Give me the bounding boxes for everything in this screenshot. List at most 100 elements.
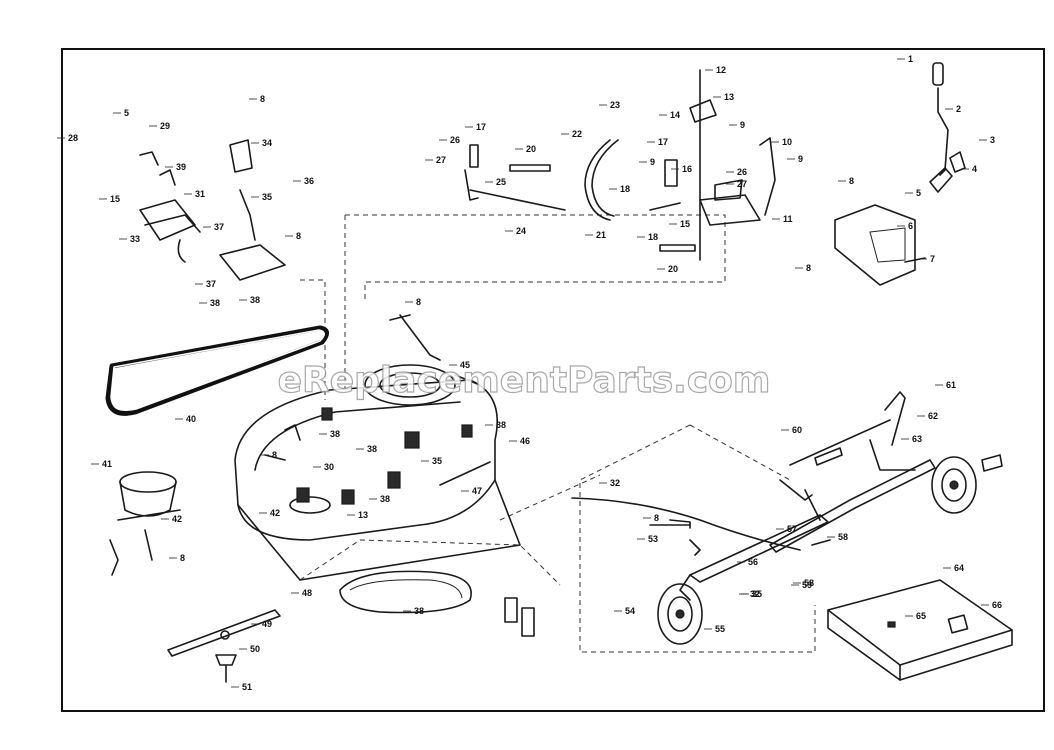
callout-65: 65 — [916, 611, 926, 621]
callout-8d: 8 — [806, 263, 811, 273]
callout-31: 31 — [195, 189, 205, 199]
callout-18b: 18 — [648, 232, 658, 242]
callout-8h: 8 — [654, 513, 659, 523]
grass-catcher-plate — [827, 579, 1013, 681]
callout-8g: 8 — [180, 553, 185, 563]
callout-8e: 8 — [416, 297, 421, 307]
callout-45: 45 — [460, 360, 470, 370]
callout-66: 66 — [992, 600, 1002, 610]
callout-35c: 35 — [752, 589, 762, 599]
callout-37b: 37 — [206, 279, 216, 289]
callout-58b: 58 — [804, 578, 814, 588]
callout-4: 4 — [972, 164, 977, 174]
callout-60: 60 — [792, 425, 802, 435]
callout-20b: 20 — [668, 264, 678, 274]
callout-57: 57 — [787, 524, 797, 534]
callout-11: 11 — [783, 214, 793, 224]
callout-48: 48 — [302, 588, 312, 598]
callout-8f: 8 — [272, 450, 277, 460]
callout-15b: 15 — [680, 219, 690, 229]
callout-50: 50 — [250, 644, 260, 654]
callout-55: 55 — [715, 624, 725, 634]
upper-control-assembly — [464, 69, 776, 261]
callout-38f: 38 — [380, 494, 390, 504]
cutting-blade — [167, 609, 281, 683]
callout-3: 3 — [990, 135, 995, 145]
callout-20a: 20 — [526, 144, 536, 154]
v-belt — [105, 325, 329, 416]
callout-23: 23 — [610, 100, 620, 110]
callout-9c: 9 — [798, 154, 803, 164]
callout-38e: 38 — [496, 420, 506, 430]
left-pulley-parts — [109, 471, 181, 576]
rear-wheel — [657, 583, 703, 645]
callout-33: 33 — [130, 234, 140, 244]
callout-63: 63 — [912, 434, 922, 444]
callout-5a: 5 — [124, 108, 129, 118]
callout-53: 53 — [648, 534, 658, 544]
callout-58a: 58 — [838, 532, 848, 542]
callout-41: 41 — [102, 459, 112, 469]
mower-deck-housing — [234, 364, 521, 581]
callout-32b: 32 — [750, 589, 760, 599]
left-control-assembly — [139, 139, 286, 281]
callout-51: 51 — [242, 682, 252, 692]
front-wheel — [931, 454, 1003, 514]
callout-27a: 27 — [436, 155, 446, 165]
callout-14: 14 — [670, 110, 680, 120]
callout-49: 49 — [262, 619, 272, 629]
callout-21: 21 — [596, 230, 606, 240]
callout-26a: 26 — [450, 135, 460, 145]
callout-5b: 5 — [916, 188, 921, 198]
callout-37a: 37 — [214, 222, 224, 232]
callout-9b: 9 — [650, 157, 655, 167]
callout-9a: 9 — [740, 120, 745, 130]
callout-13b: 13 — [358, 510, 368, 520]
callout-62: 62 — [928, 411, 938, 421]
callout-2: 2 — [956, 104, 961, 114]
callout-13a: 13 — [724, 92, 734, 102]
callout-46: 46 — [520, 436, 530, 446]
callout-56: 56 — [748, 557, 758, 567]
callout-35a: 35 — [262, 192, 272, 202]
callout-32a: 32 — [610, 478, 620, 488]
callout-54: 54 — [625, 606, 635, 616]
control-cable — [571, 497, 801, 556]
callout-8a: 8 — [260, 94, 265, 104]
callout-38g: 38 — [414, 606, 424, 616]
callout-10: 10 — [782, 137, 792, 147]
callout-38c: 38 — [330, 429, 340, 439]
callout-42a: 42 — [172, 514, 182, 524]
drive-cable — [789, 419, 891, 466]
callout-61: 61 — [946, 380, 956, 390]
wheel-axle-assembly — [679, 391, 936, 601]
callout-30: 30 — [324, 462, 334, 472]
height-adjuster-lever — [834, 62, 966, 286]
callout-64: 64 — [954, 563, 964, 573]
callout-17b: 17 — [658, 137, 668, 147]
callout-24: 24 — [516, 226, 526, 236]
callout-36: 36 — [304, 176, 314, 186]
callout-47: 47 — [472, 486, 482, 496]
callout-42b: 42 — [270, 508, 280, 518]
callout-12: 12 — [716, 65, 726, 75]
callout-26b: 26 — [737, 167, 747, 177]
assembly-guide-lines — [299, 214, 816, 653]
callout-16: 16 — [682, 164, 692, 174]
callout-38b: 38 — [250, 295, 260, 305]
watermark-text: eReplacementParts.com — [278, 360, 771, 401]
callout-6: 6 — [908, 221, 913, 231]
callout-17a: 17 — [476, 122, 486, 132]
callout-34: 34 — [262, 138, 272, 148]
diagram-frame — [61, 48, 1045, 712]
callout-8c: 8 — [849, 176, 854, 186]
callout-25: 25 — [496, 177, 506, 187]
callout-38a: 38 — [210, 298, 220, 308]
callout-59: 59 — [802, 580, 812, 590]
callout-22: 22 — [572, 129, 582, 139]
callout-1: 1 — [908, 54, 913, 64]
callout-28: 28 — [68, 133, 78, 143]
callout-39: 39 — [176, 162, 186, 172]
